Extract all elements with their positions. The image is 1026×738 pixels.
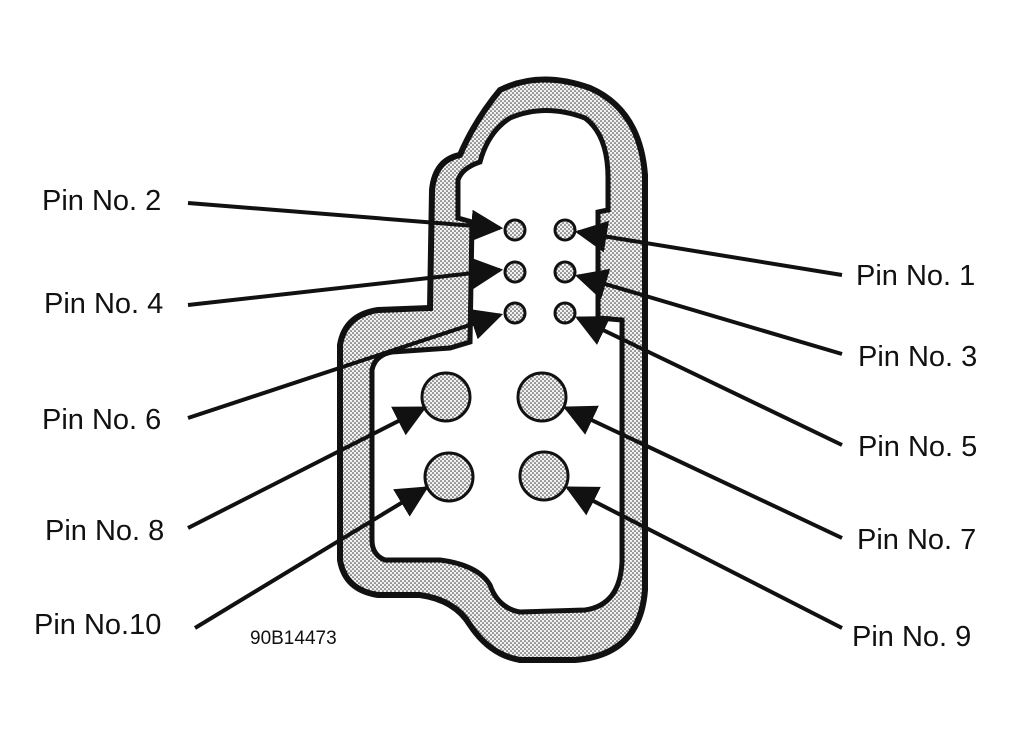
pin-2-contact [503,218,527,242]
pin-3-contact [553,260,577,284]
label-pin-7: Pin No. 7 [857,524,976,556]
pin-9-contact [518,450,570,502]
label-pin-5: Pin No. 5 [858,431,977,463]
leader-pin-7 [563,405,843,540]
figure-code: 90B14473 [250,628,337,649]
label-pin-3: Pin No. 3 [858,341,977,373]
housing-inner-cavity [369,108,625,615]
label-pin-2: Pin No. 2 [42,185,161,217]
label-pin-6: Pin No. 6 [42,404,161,436]
pin-6-contact [503,301,527,325]
leader-pin-5 [575,316,843,447]
label-pin-9: Pin No. 9 [852,621,971,653]
leader-lines [187,201,843,630]
label-pin-4: Pin No. 4 [44,288,163,320]
leader-pin-8 [187,406,427,530]
leader-pin-10 [193,486,429,630]
label-pin-1: Pin No. 1 [856,260,975,292]
pin-1-contact [553,218,577,242]
pin-10-contact [423,451,475,503]
leader-pin-6 [187,308,504,420]
leader-pin-2 [187,201,504,242]
connector-housing [337,76,648,663]
pin-5-contact [553,301,577,325]
pin-4-contact [503,260,527,284]
pin-7-contact [516,371,568,423]
pin-labels: Pin No. 2 Pin No. 4 Pin No. 6 Pin No. 8 … [34,185,977,653]
leader-pin-3 [574,268,843,356]
pin-8-contact [420,371,472,423]
leader-pin-9 [565,486,843,630]
leader-pin-1 [574,220,843,277]
label-pin-10: Pin No.10 [34,609,161,641]
label-pin-8: Pin No. 8 [45,515,164,547]
pin-contacts [420,218,577,503]
leader-pin-4 [187,257,504,307]
